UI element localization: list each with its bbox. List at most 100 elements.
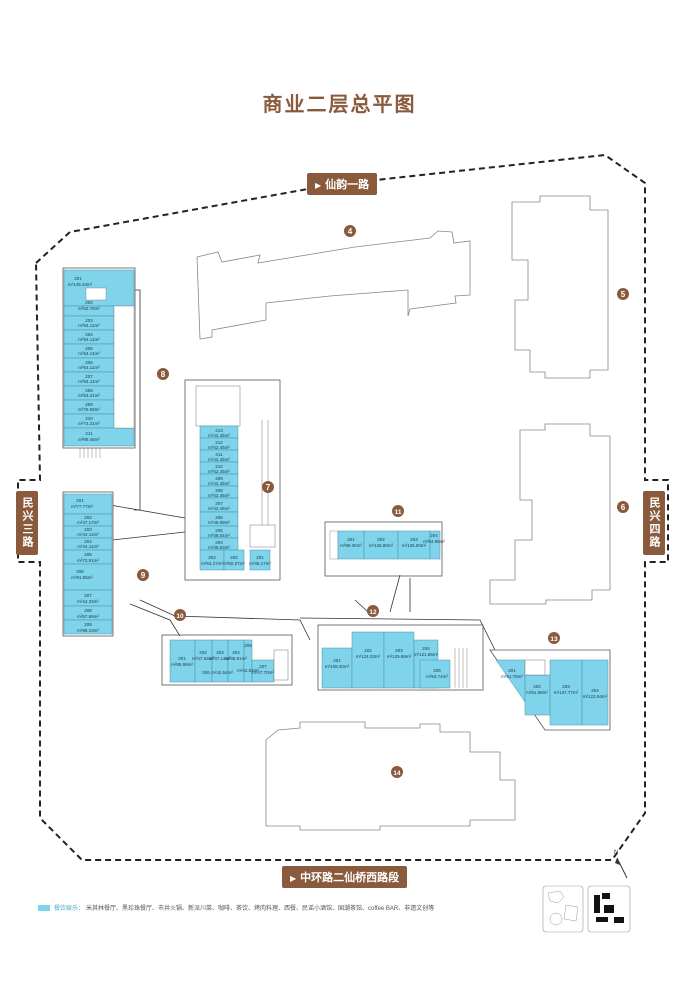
unit-m205: 205: [433, 668, 441, 673]
road-label-left: 民兴三路: [16, 491, 38, 555]
unit-r203: 203: [562, 684, 570, 689]
unit-w210-area: m²74.21m²: [78, 421, 100, 426]
middle-block: [317, 624, 484, 691]
unit-c206-area: m²45.08m²: [208, 520, 230, 525]
unit-s202-area: m²47.17m²: [77, 520, 99, 525]
building-6-outline: [489, 423, 611, 605]
unit-c211: 211: [215, 452, 223, 457]
unit-p207-area: m²47.70m²: [252, 670, 274, 675]
unit-c202: 202: [230, 555, 238, 560]
unit-m205-area: m²93.74m²: [426, 674, 448, 679]
unit-s203: 203: [84, 527, 92, 532]
road-arrow-icon: ▶: [315, 181, 322, 190]
corridors: [109, 289, 496, 651]
unit-s203-area: m²44.11m²: [77, 532, 99, 537]
unit-c213: 213: [215, 428, 223, 433]
unit-w211: 211: [85, 431, 93, 436]
unit-p203: 203: [216, 650, 224, 655]
unit-p205: 205: [244, 643, 252, 648]
marker-5: [617, 288, 629, 300]
unit-c201-area: m²48.17m²: [249, 561, 271, 566]
unit-c206: 206: [215, 515, 223, 520]
unit-s206: 206: [76, 569, 84, 574]
unit-p201: 201: [178, 656, 186, 661]
unit-p202: 202: [199, 650, 207, 655]
unit-s207: 207: [84, 593, 92, 598]
unit-c209-area: m²42.45m²: [208, 481, 230, 486]
unit-s209-area: m²98.10m²: [77, 628, 99, 633]
unit-s204: 204: [84, 539, 92, 544]
unit-r204-area: m²122.94m²: [583, 694, 608, 699]
unit-c207-area: m²42.45m²: [208, 506, 230, 511]
unit-r202-area: m²81.89m²: [526, 690, 548, 695]
road-label-top: ▶仙韵一路: [307, 173, 378, 195]
unit-w203-area: m²54.11m²: [78, 323, 100, 328]
unit-w202: 202: [85, 300, 93, 305]
unit-w210: 210: [85, 416, 93, 421]
compass-label: N: [614, 850, 619, 856]
unit-w208-area: m²53.31m²: [78, 393, 100, 398]
unit-s209: 209: [84, 622, 92, 627]
unit-s202: 202: [84, 515, 92, 520]
marker-7: [262, 481, 274, 493]
pavilion-block: [161, 634, 293, 686]
marker-13-label: 13: [550, 636, 558, 643]
unit-w207: 207: [85, 374, 93, 379]
unit-c203: 203: [208, 555, 216, 560]
legend-text: 米其林餐厅、黑珍珠餐厅、市井火锅、新派川菜、咖啡、茶饮、烤肉料理、西餐、民谣小酒…: [86, 906, 435, 912]
unit-s208-area: m²57.99m²: [77, 614, 99, 619]
marker-4-label: 4: [348, 227, 353, 236]
road-label-right: 民兴四路: [643, 491, 665, 555]
page-title: 商业二层总平图: [262, 94, 417, 116]
unit-c201: 201: [256, 555, 264, 560]
unit-w211-area: m²99.48m²: [78, 437, 100, 442]
unit-s208: 208: [84, 608, 92, 613]
unit-p206-area: m²42.54m²: [211, 670, 233, 675]
unit-c203-area: m²63.27m²: [201, 561, 223, 566]
unit-w202-area: m²62.76m²: [78, 306, 100, 311]
unit-p206: 206: [202, 670, 210, 675]
unit-e204-area: m²84.95m²: [423, 539, 445, 544]
unit-r203-area: m²137.77m²: [554, 690, 579, 695]
unit-w206-area: m²54.11m²: [78, 365, 100, 370]
unit-e203-area: m²125.80m²: [402, 543, 427, 548]
unit-c208: 208: [215, 488, 223, 493]
unit-c204: 204: [215, 540, 223, 545]
unit-c204-area: m²36.93m²: [208, 545, 230, 550]
marker-11: [392, 505, 404, 517]
unit-w209-area: m²75.59m²: [78, 407, 100, 412]
unit-c205-area: m²38.04m²: [208, 533, 230, 538]
marker-6: [617, 501, 629, 513]
marker-14: [391, 766, 403, 778]
unit-r204: 204: [591, 688, 599, 693]
building-5-outline: [511, 195, 609, 379]
west-wing-upper: [62, 267, 136, 458]
unit-s206-area: m²91.55m²: [71, 575, 93, 580]
unit-e202-area: m²125.80m²: [369, 543, 394, 548]
unit-c208-area: m²42.45m²: [208, 493, 230, 498]
building-14-outline: [265, 721, 516, 831]
unit-w205: 205: [85, 346, 93, 351]
unit-w206: 206: [85, 360, 93, 365]
marker-9-label: 9: [141, 571, 146, 580]
central-wing: [184, 379, 281, 581]
unit-s205-area: m²72.91m²: [77, 558, 99, 563]
road-label-bottom: ▶中环路二仙桥西路段: [282, 866, 408, 888]
unit-s207-area: m²44.33m²: [77, 599, 99, 604]
marker-12: [367, 605, 379, 617]
unit-e203: 203: [410, 537, 418, 542]
east-block: [324, 521, 443, 577]
unit-p203-area: m²37.14m²: [209, 656, 231, 661]
unit-w201-area: m²149.43m²: [68, 282, 93, 287]
unit-c210-area: m²42.45m²: [208, 469, 230, 474]
unit-p201-area: m²85.98m²: [171, 662, 193, 667]
building-markers: 4 5 6 7 8 9 10 11 12 13 14: [137, 225, 629, 778]
marker-10: [174, 609, 186, 621]
unit-c207: 207: [215, 501, 223, 506]
site-key-map: [542, 885, 631, 933]
southeast-block: [489, 649, 611, 731]
unit-w208: 208: [85, 388, 93, 393]
unit-w207-area: m²54.11m²: [78, 379, 100, 384]
unit-c205: 205: [215, 528, 223, 533]
unit-c212: 212: [215, 440, 223, 445]
